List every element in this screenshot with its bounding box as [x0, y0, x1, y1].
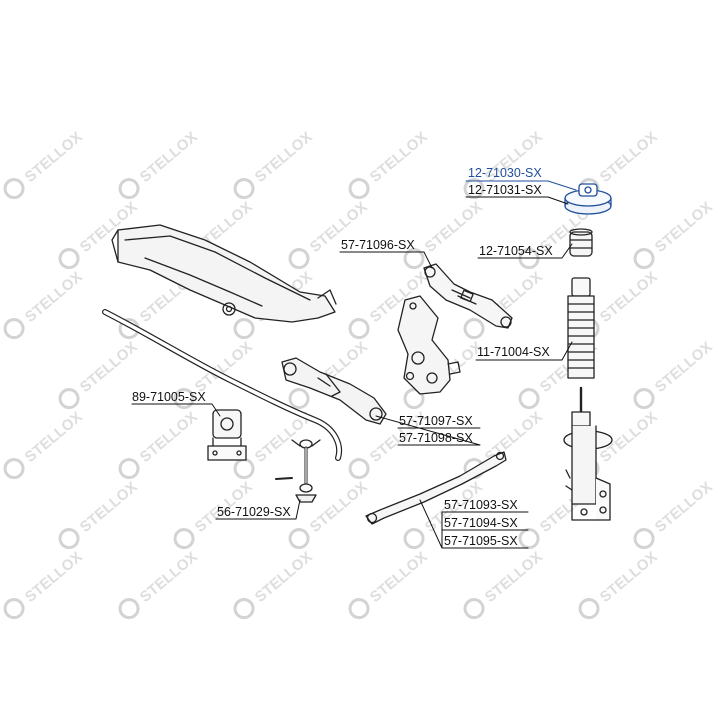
part-number-label[interactable]: 89-71005-SX	[132, 390, 206, 404]
bump-stop	[569, 228, 593, 257]
part-number-label[interactable]: 57-71095-SX	[444, 534, 518, 548]
shock-absorber	[563, 386, 613, 521]
part-number-label[interactable]: 57-71094-SX	[444, 516, 518, 530]
trailing-link	[365, 451, 507, 525]
rear-subframe	[111, 224, 337, 323]
part-number-label[interactable]: 11-71004-SX	[477, 345, 550, 359]
part-number-label[interactable]: 57-71097-SX	[399, 414, 473, 428]
part-number-label[interactable]: 57-71093-SX	[444, 498, 518, 512]
part-number-label[interactable]: 57-71098-SX	[399, 431, 473, 445]
stabilizer-bar	[102, 309, 342, 461]
rear-knuckle	[397, 295, 461, 395]
part-number-label[interactable]: 57-71096-SX	[341, 238, 415, 252]
part-number-label[interactable]: 12-71031-SX	[468, 183, 542, 197]
part-number-label[interactable]: 12-71054-SX	[479, 244, 553, 258]
upper-control-arm	[423, 263, 513, 329]
stabilizer-link	[275, 439, 321, 503]
lower-control-arm	[281, 357, 387, 425]
leader-lines	[131, 180, 577, 549]
stabilizer-bushing	[207, 409, 247, 461]
part-number-label[interactable]: 12-71030-SX	[468, 166, 542, 180]
strut-top-mount	[564, 183, 612, 215]
part-number-label[interactable]: 56-71029-SX	[217, 505, 291, 519]
dust-boot	[567, 277, 595, 379]
